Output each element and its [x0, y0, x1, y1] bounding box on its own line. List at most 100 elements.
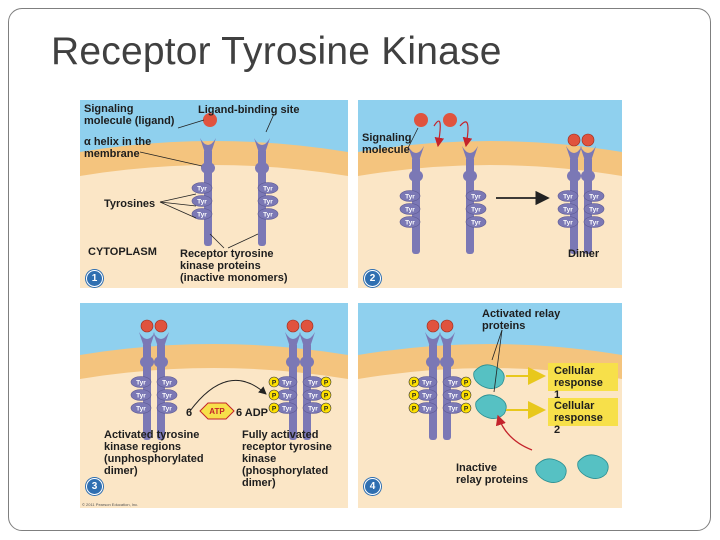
panel-2 [358, 100, 622, 288]
phosphate-label: P [272, 406, 277, 413]
ligand-binding-site [299, 332, 315, 344]
tyr-label: Tyr [197, 212, 207, 219]
inactive-relay-protein [577, 454, 609, 479]
receptor-bulb [463, 170, 477, 182]
phosphate [320, 389, 332, 401]
rtk-diagram: TyrTyrTyrTyrTyrTyrTyrTyrTyrTyrTyrTyrTyrT… [80, 100, 622, 508]
membrane-band [358, 141, 622, 176]
tyr-label: Tyr [162, 393, 172, 400]
tyr-label: Tyr [282, 393, 292, 400]
phosphate [408, 376, 420, 388]
phosphate-label: P [412, 393, 417, 400]
tyr-label: Tyr [263, 199, 273, 206]
phosphate-label: P [272, 393, 277, 400]
step-badge-3: 3 [86, 478, 103, 495]
label-signaling-molecule: Signaling molecule [362, 132, 412, 156]
phosphate [460, 389, 472, 401]
tyr-label: Tyr [263, 186, 273, 193]
callout-line [209, 233, 225, 249]
tyr-label: Tyr [162, 380, 172, 387]
ligand-binding-site [139, 332, 155, 344]
step-badge-4: 4 [364, 478, 381, 495]
phosphate [268, 376, 280, 388]
tyr-label: Tyr [471, 194, 481, 201]
slide-title: Receptor Tyrosine Kinase [51, 30, 502, 73]
tyr-label: Tyr [471, 207, 481, 214]
cellular-response-1: Cellular response 1 [548, 363, 618, 401]
callout-line [265, 113, 275, 133]
label-ligand-binding-site: Ligand-binding site [198, 104, 300, 116]
tyr-label: Tyr [282, 380, 292, 387]
receptor-bulb [154, 356, 168, 368]
tyr-label: Tyr [422, 406, 432, 413]
phosphate [408, 389, 420, 401]
tyr-label: Tyr [162, 406, 172, 413]
tyrosine-domain [257, 195, 279, 207]
callout-line [407, 127, 419, 149]
phosphate-label: P [324, 393, 329, 400]
callout-line [139, 151, 203, 167]
tyrosine-domain [257, 208, 279, 220]
label-atp-count: 6 [186, 407, 193, 419]
tyr-label: Tyr [589, 194, 599, 201]
callout-line [227, 233, 259, 249]
phosphate-label: P [412, 380, 417, 387]
copyright-note: © 2011 Pearson Education, Inc. [82, 502, 139, 507]
ligand-binding-site [580, 146, 596, 158]
label-activated-regions: Activated tyrosine kinase regions (unpho… [104, 429, 204, 477]
callout-line [159, 201, 197, 219]
ligand [443, 113, 457, 127]
receptor-bulb [300, 356, 314, 368]
tyrosine-domain [557, 203, 579, 215]
ligand [286, 319, 300, 333]
label-tyrosines: Tyrosines [104, 198, 156, 210]
ligand-binding-site [566, 146, 582, 158]
membrane-band [80, 141, 348, 176]
phosphate [268, 402, 280, 414]
tyrosine-domain [191, 208, 213, 220]
tyr-label: Tyr [308, 393, 318, 400]
tyr-label: Tyr [263, 212, 273, 219]
tyrosine-domain [130, 402, 152, 414]
tyrosine-domain [156, 402, 178, 414]
phosphate-label: P [464, 406, 469, 413]
ligand-binding-site [439, 332, 455, 344]
phosphorylation-arrow [189, 380, 267, 412]
panel-1 [80, 100, 348, 288]
tyrosine-domain [257, 182, 279, 194]
ligand-binding-site [153, 332, 169, 344]
atp-shape [199, 402, 235, 420]
receptor-bulb [581, 170, 595, 182]
tyrosine-domain [399, 190, 421, 202]
ligand [414, 113, 428, 127]
callout-line [159, 193, 197, 203]
tyr-label: Tyr [197, 186, 207, 193]
receptor-bulb [440, 356, 454, 368]
phosphate-label: P [324, 406, 329, 413]
tyr-label: Tyr [422, 393, 432, 400]
tyr-label: Tyr [448, 380, 458, 387]
inactive-relay-protein [535, 458, 567, 483]
step-badge-2: 2 [364, 270, 381, 287]
tyr-label: Tyr [197, 199, 207, 206]
ligand [154, 319, 168, 333]
label-adp: 6 ADP [236, 407, 268, 419]
ligand-binding-site [462, 146, 478, 158]
tyrosine-domain [191, 195, 213, 207]
phosphate-label: P [464, 393, 469, 400]
phosphate [460, 402, 472, 414]
receptor-bulb [409, 170, 423, 182]
receptor-bulb [201, 162, 215, 174]
binding-arrow [433, 120, 445, 148]
tyrosine-domain [191, 182, 213, 194]
